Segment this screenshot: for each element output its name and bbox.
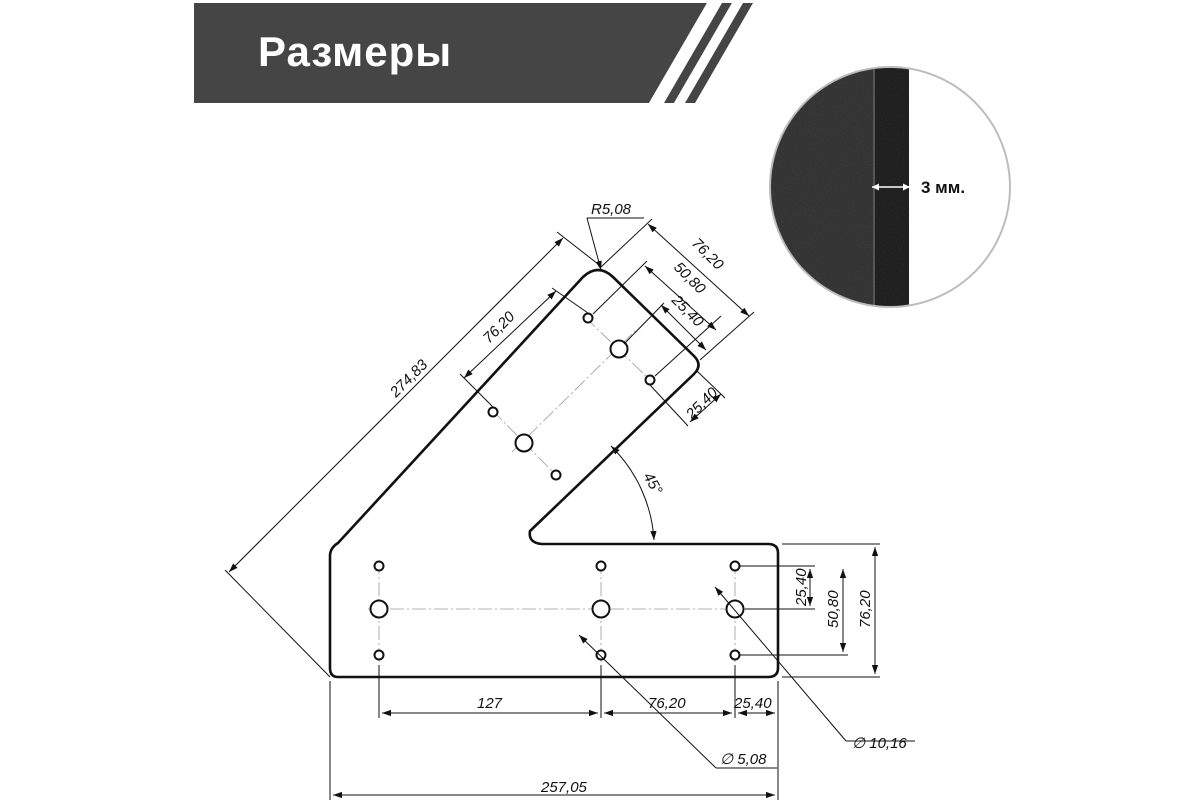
radius-label: R5,08 <box>591 201 632 218</box>
small-hole <box>582 312 594 324</box>
small-hole <box>487 406 499 418</box>
height-label: 76,20 <box>857 590 874 628</box>
arm-width-label: 76,20 <box>688 235 727 274</box>
dimension-lines <box>224 217 915 800</box>
small-hole-diameter-label: ∅ 5,08 <box>720 751 767 768</box>
header-stripe <box>664 3 732 103</box>
double-arrow-icon <box>872 183 910 191</box>
height-label: 25,40 <box>793 568 810 607</box>
bracket-outline <box>328 268 780 679</box>
small-hole <box>373 560 385 572</box>
thickness-inset: 3 мм. <box>769 66 1011 308</box>
large-hole <box>369 599 389 619</box>
header-stripe <box>649 3 722 103</box>
header-banner: Размеры <box>194 3 753 103</box>
arm-hole-spacing-label: 50,80 <box>670 259 709 298</box>
header-stripe <box>674 3 743 103</box>
small-hole <box>595 649 607 661</box>
header-stripe <box>685 3 753 103</box>
large-hole <box>514 433 534 453</box>
large-hole <box>609 339 629 359</box>
small-hole <box>729 560 741 572</box>
bottom-span-label: 127 <box>477 695 503 712</box>
bottom-span-label: 76,20 <box>648 695 686 712</box>
small-hole <box>373 649 385 661</box>
height-label: 50,80 <box>825 590 842 628</box>
small-hole <box>644 374 656 386</box>
arm-hole-inner-label: 25,40 <box>667 291 707 331</box>
small-hole <box>729 649 741 661</box>
header-background <box>194 3 707 103</box>
inset-border <box>769 66 1011 308</box>
bottom-span-label: 25,40 <box>733 695 772 712</box>
thickness-label: 3 мм. <box>921 178 965 197</box>
arm-offset-label: 76,20 <box>480 308 519 347</box>
large-hole-diameter-label: ∅ 10,16 <box>852 735 907 752</box>
small-hole <box>595 560 607 572</box>
total-width-label: 257,05 <box>540 779 588 796</box>
page-title: Размеры <box>258 28 452 75</box>
diagonal-length-label: 274,83 <box>386 356 432 402</box>
large-hole <box>591 599 611 619</box>
small-hole <box>550 469 562 481</box>
